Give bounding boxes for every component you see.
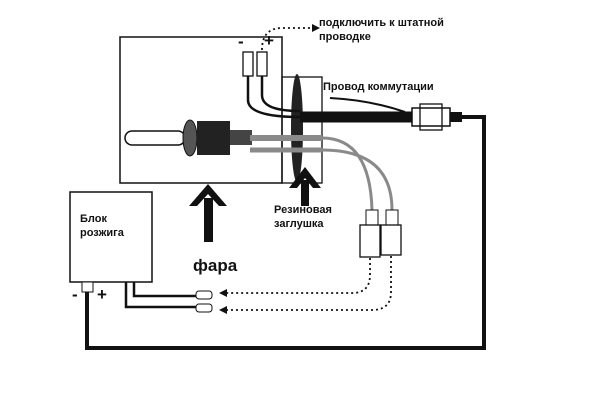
plug-arrow (289, 167, 321, 206)
lead-connectors (359, 209, 402, 258)
connect-label: подключить к штатной проводке (319, 17, 444, 43)
dotted-arrowhead-2 (219, 306, 227, 314)
headlight-label: фара (193, 256, 238, 275)
dotted-lead-1 (227, 258, 371, 294)
ignition-block (69, 191, 153, 283)
plus-top-label: + (264, 31, 274, 50)
xenon-bulb (124, 119, 252, 157)
harness-pointer-arrow (329, 97, 406, 113)
minus-top-label: - (238, 32, 244, 51)
power-feed-wire (85, 115, 486, 350)
ignition-terminal (81, 281, 94, 293)
headlight-arrow (189, 184, 227, 242)
lead-right (321, 148, 394, 211)
harness-connector (411, 103, 462, 131)
ignition-wires (124, 282, 196, 309)
harness-label: Провод коммутации (323, 81, 434, 93)
plus-block-label: + (97, 285, 107, 304)
ignition-plugs (195, 290, 213, 313)
rubber-plug (291, 74, 303, 182)
terminal-wires (246, 75, 301, 119)
dotted-lead-2 (227, 256, 392, 311)
connect-arrowhead (312, 24, 320, 32)
ignition-block-label: Блок розжига (80, 213, 124, 239)
dotted-arrowhead-1 (219, 289, 227, 297)
rubber-plug-label: Резиновая заглушка (274, 204, 332, 230)
minus-block-label: - (72, 285, 78, 304)
top-terminals (242, 51, 268, 77)
